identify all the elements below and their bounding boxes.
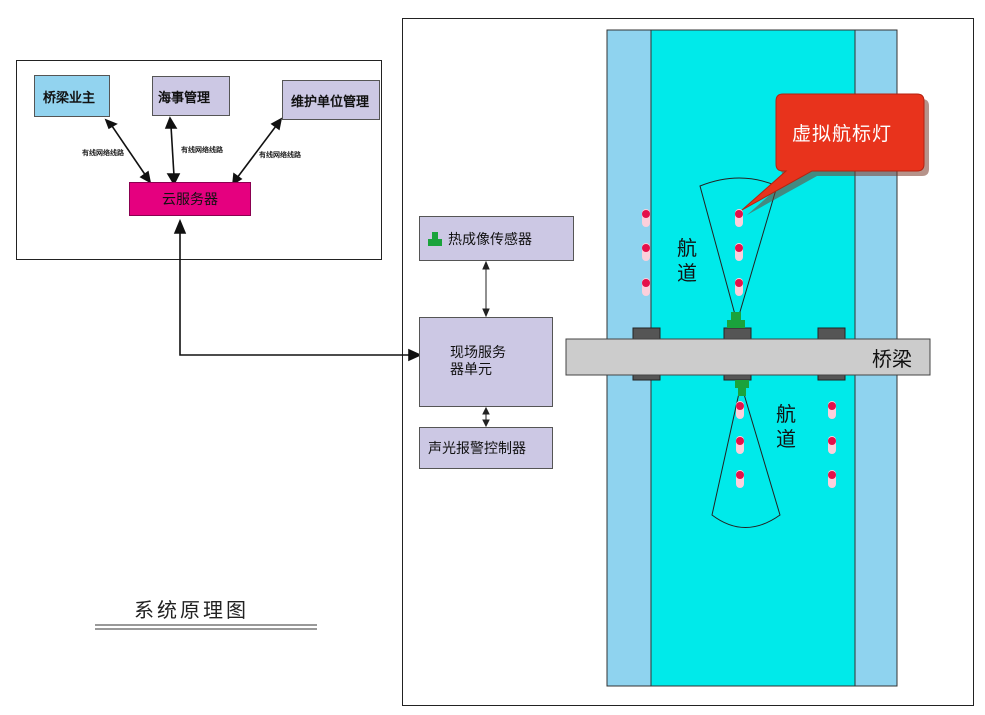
beacon-marker	[828, 401, 836, 419]
link-label: 有线网络线路	[259, 151, 301, 159]
bridge-owner-box: 桥梁业主	[34, 75, 110, 117]
site-server-label-line2: 器单元	[450, 362, 492, 378]
thermal-sensor-box: 热成像传感器	[419, 216, 574, 261]
thermal-sensor-icon	[428, 231, 442, 246]
beacon-marker	[736, 436, 744, 454]
cloud-to-site-link	[173, 218, 422, 362]
alarm-controller-box: 声光报警控制器	[419, 427, 553, 469]
bridge-deck	[565, 338, 931, 376]
channel-char: 道	[677, 261, 697, 285]
maintenance-label: 维护单位管理	[291, 94, 370, 110]
channel-char: 航	[677, 236, 697, 260]
virtual-beacon-markers	[642, 209, 836, 488]
beacon-marker	[735, 278, 743, 296]
channel-char: 航	[776, 402, 796, 426]
channel-char: 道	[776, 427, 796, 451]
thermal-sensor-label: 热成像传感器	[448, 231, 532, 248]
site-connectors	[482, 260, 490, 428]
beacon-marker	[642, 278, 650, 296]
maritime-label: 海事管理	[158, 90, 211, 106]
maritime-box: 海事管理	[152, 76, 230, 116]
beacon-marker	[736, 470, 744, 488]
channel-label-bottom: 航 道	[776, 402, 796, 452]
bridge-owner-label: 桥梁业主	[43, 90, 96, 106]
maintenance-box: 维护单位管理	[282, 80, 380, 120]
bridge-label: 桥梁	[872, 347, 912, 371]
top-sensor-icon	[727, 312, 745, 328]
cloud-server-box: 云服务器	[129, 182, 251, 216]
callout-label: 虚拟航标灯	[792, 123, 893, 145]
bottom-sensor-icon	[735, 380, 749, 396]
link-label: 有线网络线路	[82, 149, 124, 157]
beacon-marker	[736, 401, 744, 419]
site-server-label-line1: 现场服务	[450, 345, 506, 361]
beacon-marker	[735, 243, 743, 261]
site-server-box: 现场服务 器单元	[419, 317, 553, 407]
cloud-server-label: 云服务器	[162, 192, 218, 208]
beacon-marker	[735, 209, 743, 227]
callout-bubble	[741, 93, 925, 211]
beacon-marker	[642, 243, 650, 261]
channel-label-top: 航 道	[677, 236, 697, 286]
beacon-marker	[642, 209, 650, 227]
network-links	[104, 116, 283, 186]
link-label: 有线网络线路	[181, 146, 223, 154]
alarm-controller-label: 声光报警控制器	[428, 441, 526, 457]
diagram-caption: 系统原理图	[134, 598, 249, 622]
beacon-marker	[828, 470, 836, 488]
bottom-sensing-cone	[711, 382, 781, 528]
beacon-marker	[828, 436, 836, 454]
